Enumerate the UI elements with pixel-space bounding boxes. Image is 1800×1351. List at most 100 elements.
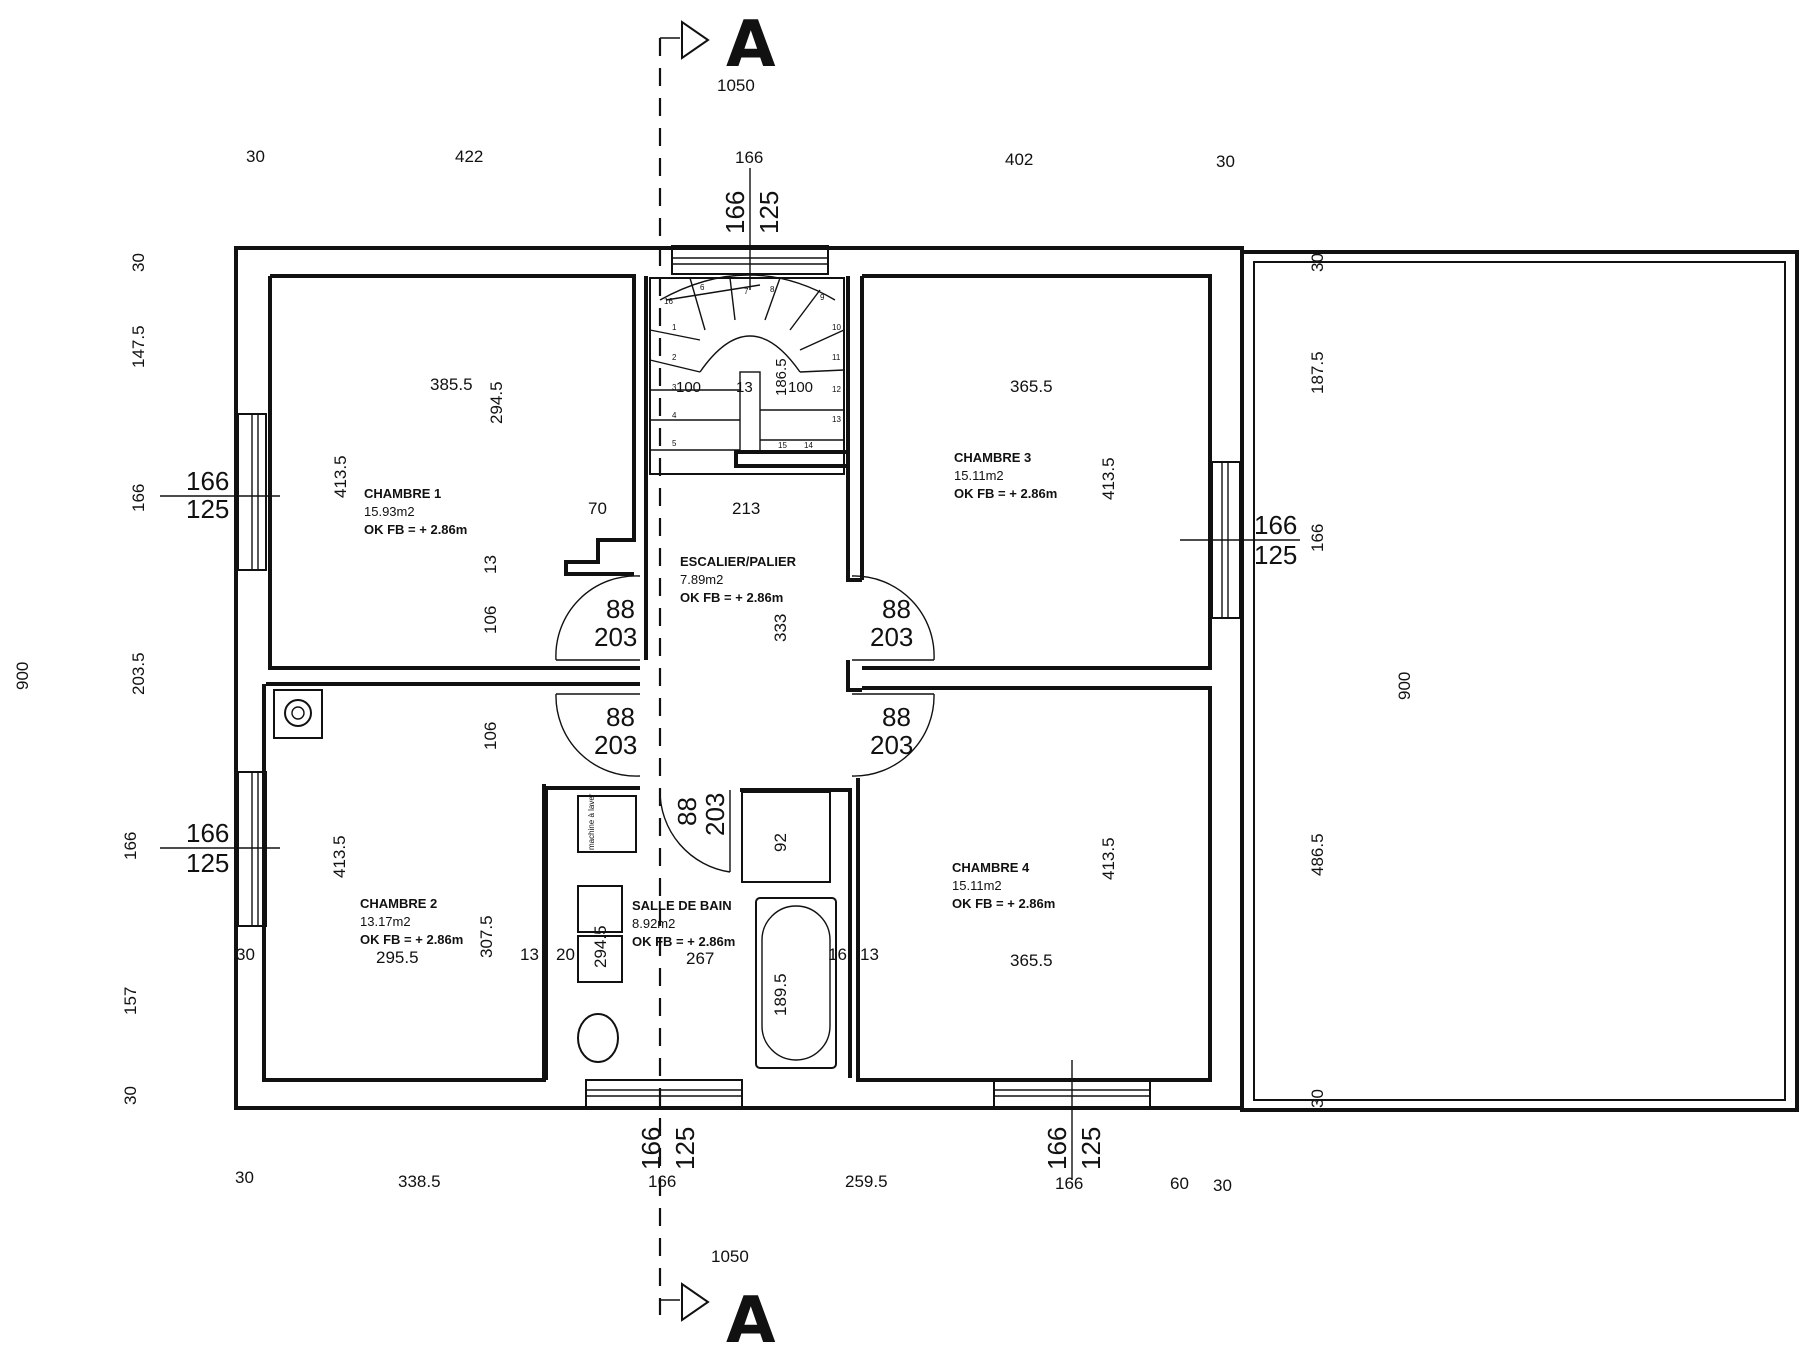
room-name: SALLE DE BAIN [632,898,732,913]
room-chambre-4: CHAMBRE 4 15.11m2 OK FB = + 2.86m 365.5 … [856,686,1212,1082]
room-inner-dim: 307.5 [477,915,496,958]
stair-step-number: 9 [820,293,825,302]
window-width: 166 [720,191,750,234]
window-bottom-2: 166 125 [993,1060,1151,1180]
window-height: 125 [1076,1127,1106,1170]
window-left-1: 166 125 [160,413,280,571]
dim-13-c: 13 [860,945,879,964]
stair-step-number: 14 [804,441,813,450]
stair-width-left: 100 [676,379,701,396]
left-dim-7: 30 [121,1086,140,1105]
stair-step-number: 5 [672,439,677,448]
section-arrow-top-icon [681,20,710,60]
bottom-dim-3: 166 [648,1172,676,1191]
sink-2 [577,935,623,983]
room-depth: 413.5 [331,455,350,498]
bottom-dim-2: 338.5 [398,1172,441,1191]
room-area: 15.93m2 [364,504,415,519]
stair-step-number: 6 [700,283,705,292]
room-level: OK FB = + 2.86m [952,896,1055,911]
room-chambre-2: CHAMBRE 2 13.17m2 OK FB = + 2.86m 295.5 … [262,682,640,1082]
door-chambre-4: 88 203 [851,693,935,777]
room-area: 15.11m2 [952,878,1002,893]
room-area: 15.11m2 [954,468,1004,483]
stair-step-number: 16 [664,297,673,306]
dim-13-a: 13 [481,555,500,574]
top-dim-1: 30 [246,147,265,166]
door-height: 203 [870,730,913,760]
door-height: 203 [700,793,730,836]
door-chambre-3: 88 203 [851,575,935,661]
stair-step-number: 8 [770,285,775,294]
top-dim-3: 166 [735,148,763,167]
left-dim-2: 147.5 [129,325,148,368]
room-width: 295.5 [376,948,419,967]
window-width: 166 [1042,1127,1072,1170]
room-width: 365.5 [1010,951,1053,970]
door-width: 88 [882,594,911,624]
room-depth: 413.5 [1099,837,1118,880]
window-width: 166 [1254,510,1297,540]
bottom-dim-5: 166 [1055,1174,1083,1193]
sink-1 [577,885,623,933]
toilet [577,1013,619,1063]
overall-depth-right: 900 [1395,672,1414,700]
window-bottom-1: 166 125 [585,1079,743,1170]
room-area: 13.17m2 [360,914,411,929]
right-dim-4: 486.5 [1308,833,1327,876]
stair-step-number: 1 [672,323,677,332]
room-width: 385.5 [430,375,473,394]
room-chambre-3: CHAMBRE 3 15.11m2 OK FB = + 2.86m 365.5 … [860,274,1212,670]
staircase: 100 100 13 186.5 [649,274,850,475]
room-area: 8.92m2 [632,916,675,931]
room-level: OK FB = + 2.86m [632,934,735,949]
right-dim-3: 166 [1308,524,1327,552]
chimney-flue-icon [273,689,323,739]
left-dim-6: 157 [121,987,140,1015]
window-right: 166 125 [1180,461,1300,619]
left-dim-5: 166 [121,832,140,860]
room-level: OK FB = + 2.86m [954,486,1057,501]
stair-step-number: 3 [672,383,677,392]
top-dim-5: 30 [1216,152,1235,171]
door-height: 203 [870,622,913,652]
room-depth: 333 [771,614,790,642]
overall-width-bottom: 1050 [711,1247,749,1266]
right-dim-2: 187.5 [1308,351,1327,394]
window-top: 166 125 [671,168,829,290]
room-area: 7.89m2 [680,572,723,587]
room-name: ESCALIER/PALIER [680,554,797,569]
stair-step-number: 7 [744,287,749,296]
stair-step-number: 15 [778,441,787,450]
washing-machine [577,795,637,853]
dim-30-interior: 30 [236,945,255,964]
room-name: CHAMBRE 1 [364,486,441,501]
window-height: 125 [186,494,229,524]
room-width: 267 [686,949,714,968]
room-name: CHAMBRE 3 [954,450,1031,465]
room-width: 365.5 [1010,377,1053,396]
door-salle-de-bain: 88 203 [659,789,731,873]
room-inner-dim: 294.5 [487,381,506,424]
stair-step-number: 2 [672,353,677,362]
stair-step-number: 12 [832,385,841,394]
door-chambre-1: 88 203 [555,575,641,661]
room-level: OK FB = + 2.86m [680,590,783,605]
left-dim-3: 166 [129,484,148,512]
section-marker-top: A [726,8,776,82]
window-height: 125 [1254,540,1297,570]
top-dim-2: 422 [455,147,483,166]
window-height: 125 [670,1127,700,1170]
door-width: 88 [882,702,911,732]
bath-length: 189.5 [771,973,790,1016]
top-dim-4: 402 [1005,150,1033,169]
room-width: 213 [732,499,760,518]
overall-width-top: 1050 [717,76,755,95]
stair-core: 13 [736,379,753,396]
door-width: 88 [606,594,635,624]
stair-step-number: 11 [832,353,841,362]
room-salle-de-bain: machine à laver SALLE DE BAIN 8.92m2 OK … [544,786,852,1080]
door-height: 203 [594,622,637,652]
overall-depth-left: 900 [13,662,32,690]
